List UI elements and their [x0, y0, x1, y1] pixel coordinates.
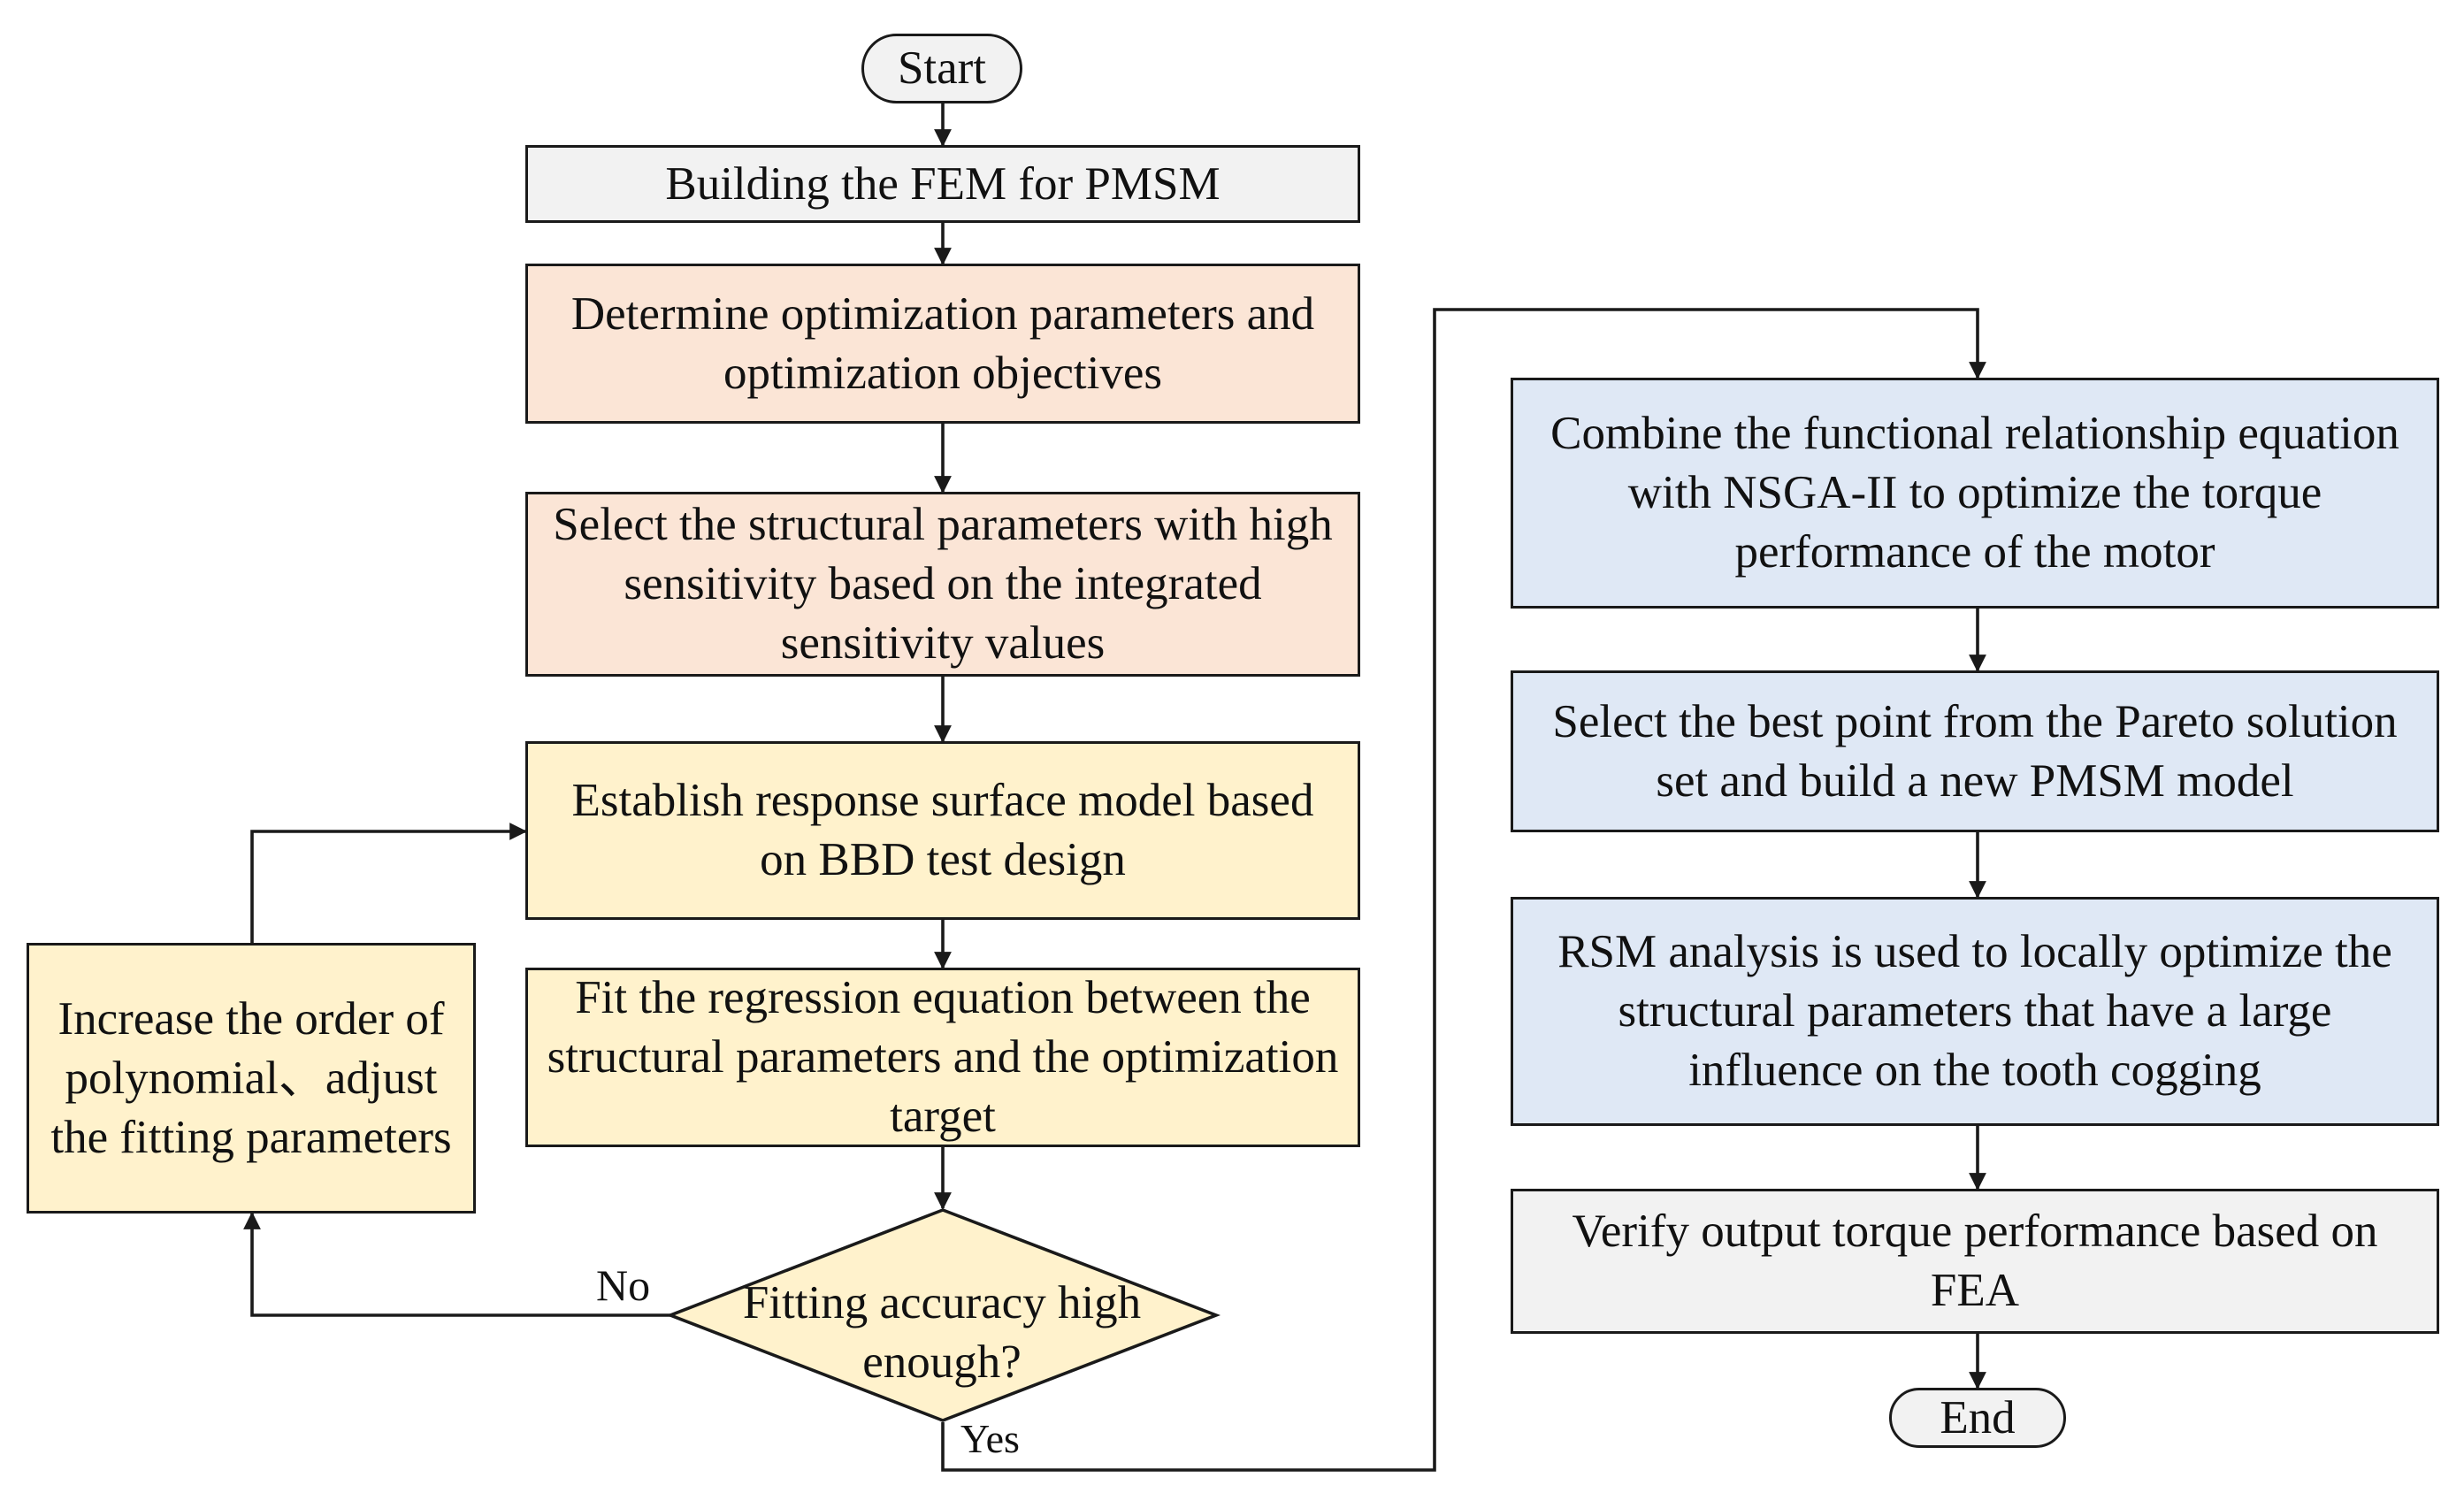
arrow-increase-to-establish	[250, 823, 527, 943]
arrow-no-to-increase	[243, 1212, 670, 1317]
end-terminal: End	[1889, 1388, 2066, 1448]
combine-nsga-box: Combine the functional relationship equa…	[1511, 378, 2439, 609]
determine-params-box: Determine optimization parameters and op…	[525, 264, 1360, 424]
select-structural-label: Select the structural parameters with hi…	[553, 499, 1333, 669]
decision-diamond	[666, 1208, 1221, 1422]
no-edge-label: No	[596, 1260, 651, 1310]
combine-nsga-label: Combine the functional relationship equa…	[1550, 408, 2399, 578]
select-structural-box: Select the structural parameters with hi…	[525, 492, 1360, 677]
select-pareto-label: Select the best point from the Pareto so…	[1552, 695, 2398, 807]
establish-rsm-label: Establish response surface model based o…	[571, 775, 1314, 885]
build-fem-label: Building the FEM for PMSM	[665, 157, 1221, 210]
end-label: End	[1940, 1391, 2016, 1443]
yes-edge-label: Yes	[960, 1416, 1020, 1461]
rsm-analysis-box: RSM analysis is used to locally optimize…	[1511, 897, 2439, 1126]
rsm-analysis-label: RSM analysis is used to locally optimize…	[1557, 926, 2392, 1096]
fit-regression-box: Fit the regression equation between the …	[525, 968, 1360, 1147]
start-label: Start	[897, 42, 987, 94]
increase-order-label: Increase the order of polynomial、adjust …	[50, 992, 452, 1163]
fit-regression-label: Fit the regression equation between the …	[547, 972, 1339, 1142]
determine-params-label: Determine optimization parameters and op…	[570, 287, 1315, 399]
select-pareto-box: Select the best point from the Pareto so…	[1511, 670, 2439, 832]
verify-output-label: Verify output torque performance based o…	[1572, 1206, 2378, 1316]
increase-order-box: Increase the order of polynomial、adjust …	[27, 943, 476, 1214]
establish-rsm-box: Establish response surface model based o…	[525, 741, 1360, 920]
verify-output-box: Verify output torque performance based o…	[1511, 1189, 2439, 1334]
fitting-accuracy-label: Fitting accuracy high enough?	[742, 1277, 1142, 1388]
start-terminal: Start	[861, 34, 1022, 103]
build-fem-box: Building the FEM for PMSM	[525, 145, 1360, 223]
arrow-yes-to-combine	[941, 308, 1986, 1472]
